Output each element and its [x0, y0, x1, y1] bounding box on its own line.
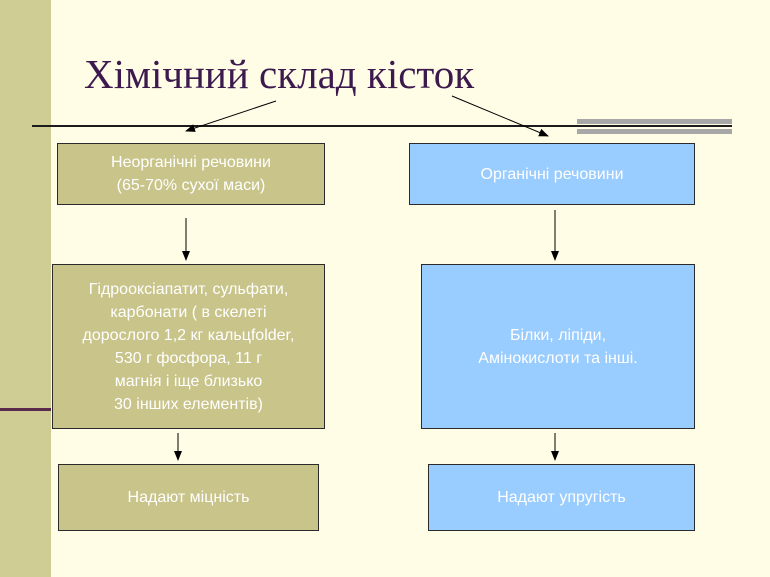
- strength-function-box: Надают міцність: [58, 464, 319, 531]
- decor-gray-bar-bottom: [577, 129, 732, 134]
- left-decor-accent-line: [0, 408, 51, 411]
- arrow-title-to-organic: [451, 95, 549, 137]
- inorganic-details-box: Гідрооксіапатит, сульфати, карбонати ( в…: [52, 264, 325, 429]
- organic-details-box: Білки, ліпіди, Амінокислоти та інші.: [421, 264, 695, 429]
- slide-title: Хімічний склад кісток: [84, 51, 475, 97]
- decor-gray-bar-top: [577, 119, 732, 124]
- inorganic-substances-box: Неорганічні речовини (65-70% сухої маси): [57, 143, 325, 205]
- organic-substances-box: Органічні речовини: [409, 143, 695, 205]
- left-decor-band: [0, 0, 51, 577]
- title-divider-line: [32, 125, 732, 127]
- elasticity-function-box: Надают упругість: [428, 464, 695, 531]
